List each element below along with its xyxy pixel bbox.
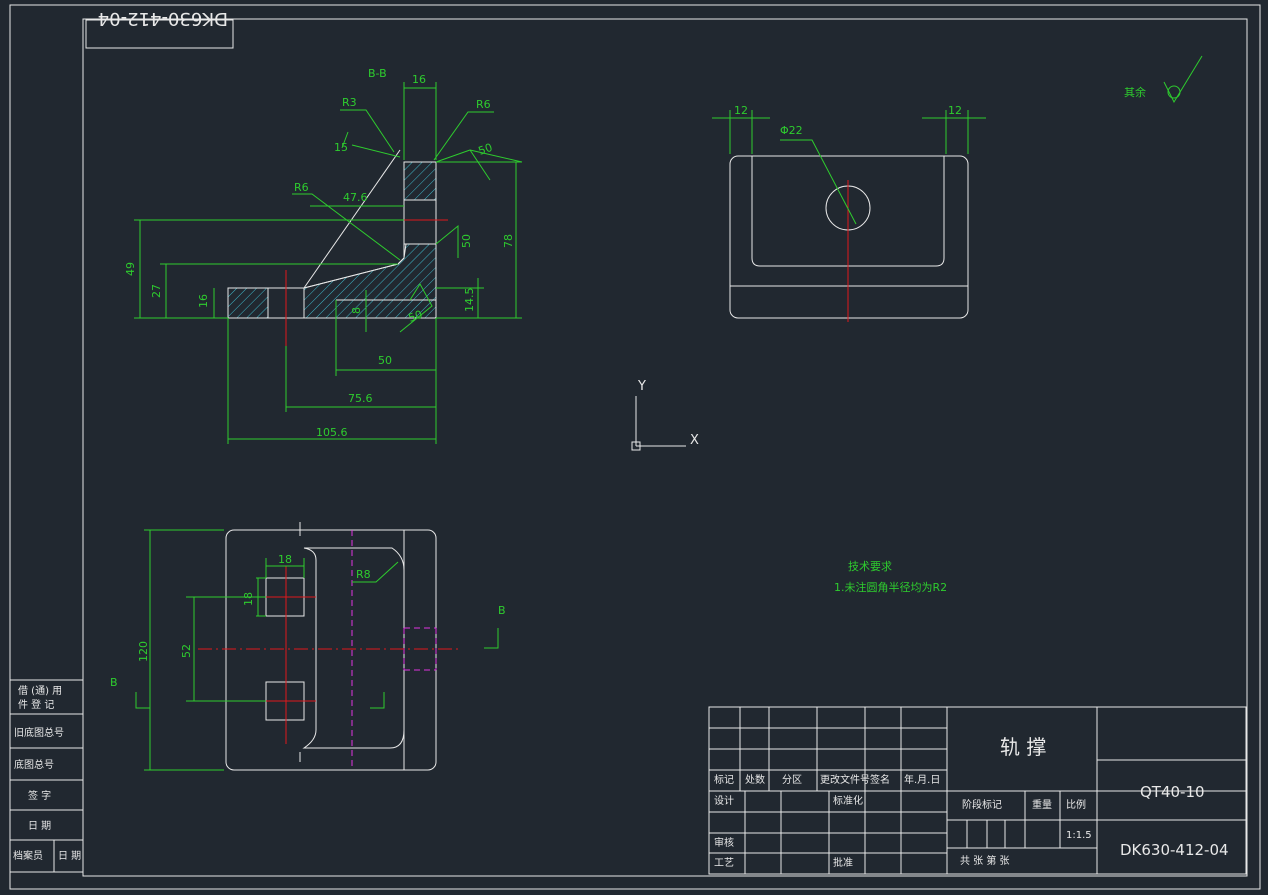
title-block: 标记 处数 分区 更改文件号 签名 年.月.日 设计 标准化 审核 工艺 批准 …	[708, 706, 1247, 875]
roughness-other: 其余	[1124, 55, 1203, 104]
tech-title: 技术要求	[848, 560, 892, 573]
section-mark-left: B	[110, 676, 150, 709]
dim-r3: R3	[342, 96, 357, 109]
dim-angle-15: 15	[334, 141, 348, 154]
side-table-row5: 日 期	[28, 820, 51, 832]
dim-18-height: 18	[242, 592, 255, 606]
title-block-sheets: 共 张 第 张	[960, 854, 1010, 867]
side-table-row4: 签 字	[28, 789, 51, 802]
dim-phi22: Φ22	[780, 124, 803, 137]
section-label: B-B	[368, 67, 387, 80]
dim-105-6: 105.6	[316, 426, 348, 439]
dim-49: 49	[124, 262, 137, 276]
ucs-x: X	[690, 433, 699, 448]
side-table-row6b: 日 期	[58, 850, 81, 862]
section-view-bb: B-B 16 R3 R6 15 R6 47.6 49	[124, 67, 523, 444]
side-table-row1b: 件 登 记	[18, 698, 54, 711]
side-view: 12 12 Φ22	[712, 104, 986, 322]
roughness-r50-c: 50	[407, 308, 425, 325]
ucs-icon: Y X	[631, 379, 699, 451]
tech-line1: 1.未注圆角半径均为R2	[834, 580, 947, 594]
scale-value: 1:1.5	[1066, 830, 1092, 841]
dim-16-left: 16	[197, 294, 210, 308]
dim-47-6: 47.6	[343, 191, 368, 204]
title-block-h-mark: 标记	[714, 774, 734, 786]
drawing-number: DK630-412-04	[1120, 841, 1229, 859]
hatch-base-left	[227, 287, 269, 319]
dim-14-5: 14.5	[463, 288, 476, 313]
title-block-check: 审核	[714, 836, 734, 849]
rotated-drawing-number-box: DK630-412-04	[85, 8, 234, 49]
title-block-stage: 阶段标记	[962, 798, 1002, 811]
section-mark-right: B	[484, 604, 506, 649]
roughness-symbol: 50	[399, 283, 433, 333]
hatch-base-mid	[303, 243, 437, 319]
dim-78: 78	[502, 234, 515, 248]
title-block-approve: 批准	[833, 856, 853, 869]
side-table-row1a: 借 (通) 用	[18, 685, 62, 697]
view-marks-b-left: B	[110, 676, 118, 689]
title-block-scale: 比例	[1066, 798, 1086, 811]
title-block-h-sign: 签名	[870, 773, 890, 786]
side-table-row2: 旧底图总号	[14, 726, 64, 739]
title-block-h-date: 年.月.日	[904, 773, 940, 786]
dim-50: 50	[378, 354, 392, 367]
plan-view: 120 52 18 18 R8 B B	[110, 522, 506, 771]
title-block-h-doc: 更改文件号	[820, 773, 870, 786]
rotated-drawing-number: DK630-412-04	[98, 8, 228, 29]
dim-52: 52	[180, 644, 193, 658]
title-block-h-zone: 分区	[782, 774, 802, 786]
dim-120: 120	[137, 641, 150, 662]
drawing-frame	[9, 4, 1261, 890]
title-block-standard: 标准化	[833, 794, 863, 807]
dim-r6-mid: R6	[294, 181, 309, 194]
part-name: 轨 撑	[1000, 735, 1046, 759]
hatch-upright-top	[403, 161, 437, 201]
side-table-row6a: 档案员	[13, 849, 43, 862]
title-block-design: 设计	[714, 794, 734, 807]
dim-8: 8	[350, 307, 363, 314]
roughness-symbol: 50	[435, 141, 523, 181]
roughness-symbol: 50	[435, 224, 473, 258]
title-block-h-count: 处数	[745, 773, 765, 786]
roughness-other: 其余	[1124, 85, 1146, 99]
dim-r8: R8	[356, 568, 371, 581]
dim-r6-top: R6	[476, 98, 491, 111]
roughness-r50-b: 50	[460, 234, 473, 248]
ucs-y: Y	[637, 379, 646, 394]
dim-18-width: 18	[278, 553, 292, 566]
side-table: 借 (通) 用 件 登 记 旧底图总号 底图总号 签 字 日 期 档案员 日 期	[9, 679, 84, 873]
material: QT40-10	[1140, 783, 1205, 801]
dim-16-top: 16	[412, 73, 426, 86]
dim-12-left: 12	[734, 104, 748, 117]
dim-12-right: 12	[948, 104, 962, 117]
side-table-row3: 底图总号	[14, 758, 54, 771]
title-block-weight: 重量	[1032, 798, 1052, 811]
roughness-r50-a: 50	[477, 141, 495, 158]
tech-requirements: 技术要求 1.未注圆角半径均为R2	[834, 560, 947, 594]
view-marks-b-right: B	[498, 604, 506, 617]
title-block-process: 工艺	[714, 857, 734, 869]
dim-27: 27	[150, 284, 163, 298]
dim-75-6: 75.6	[348, 392, 373, 405]
